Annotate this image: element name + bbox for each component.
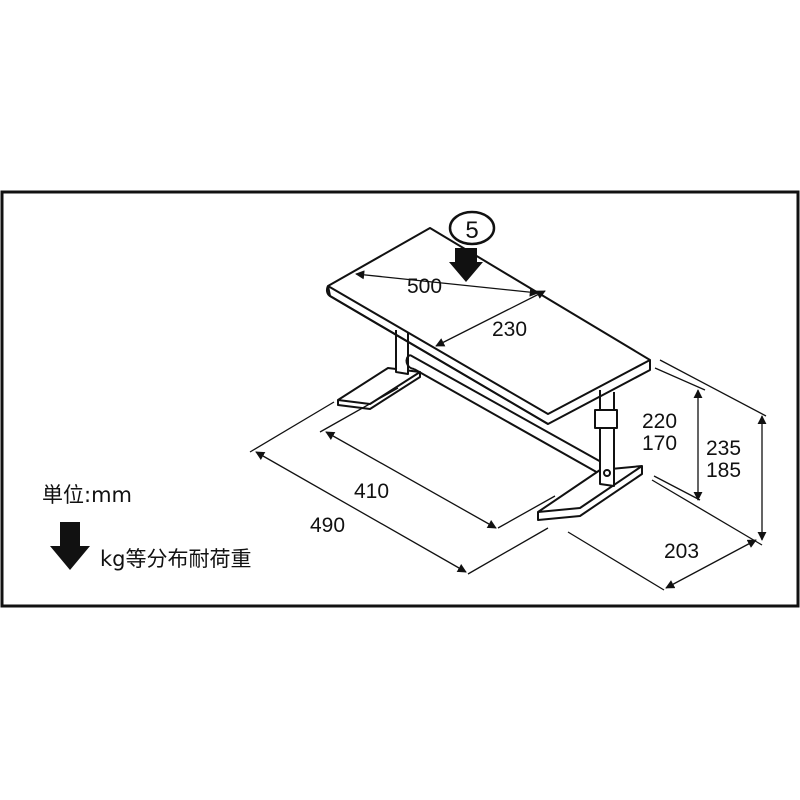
load-note-label: kg等分布耐荷重: [100, 547, 252, 571]
dim-top-depth: 230: [492, 318, 527, 341]
right-foot: [537, 465, 643, 513]
footrest-product: [325, 227, 651, 521]
load-indicator: 5: [448, 210, 496, 282]
dim-top-height-min: 170: [642, 432, 677, 455]
load-badge-circle: [448, 210, 496, 246]
dim-line-410: [325, 431, 497, 529]
dim-line-500: [355, 270, 539, 297]
load-badge-value: 5: [465, 217, 478, 244]
right-post: [599, 390, 615, 487]
dim-top-length: 500: [407, 275, 442, 298]
cross-bar: [409, 354, 604, 475]
load-arrow-icon: [50, 522, 90, 570]
dim-line-230: [435, 290, 546, 347]
dim-depth: 203: [664, 540, 699, 563]
dim-line-203: [665, 539, 757, 589]
dim-overall-height-max: 235: [706, 437, 741, 460]
dim-inner-width: 410: [354, 480, 389, 503]
dim-top-height-max: 220: [642, 410, 677, 433]
dim-line-490: [255, 451, 467, 573]
dim-overall-height-min: 185: [706, 459, 741, 482]
unit-label: 単位:mm: [42, 483, 132, 507]
dim-outer-width: 490: [310, 514, 345, 537]
diagram-frame: [0, 190, 800, 608]
